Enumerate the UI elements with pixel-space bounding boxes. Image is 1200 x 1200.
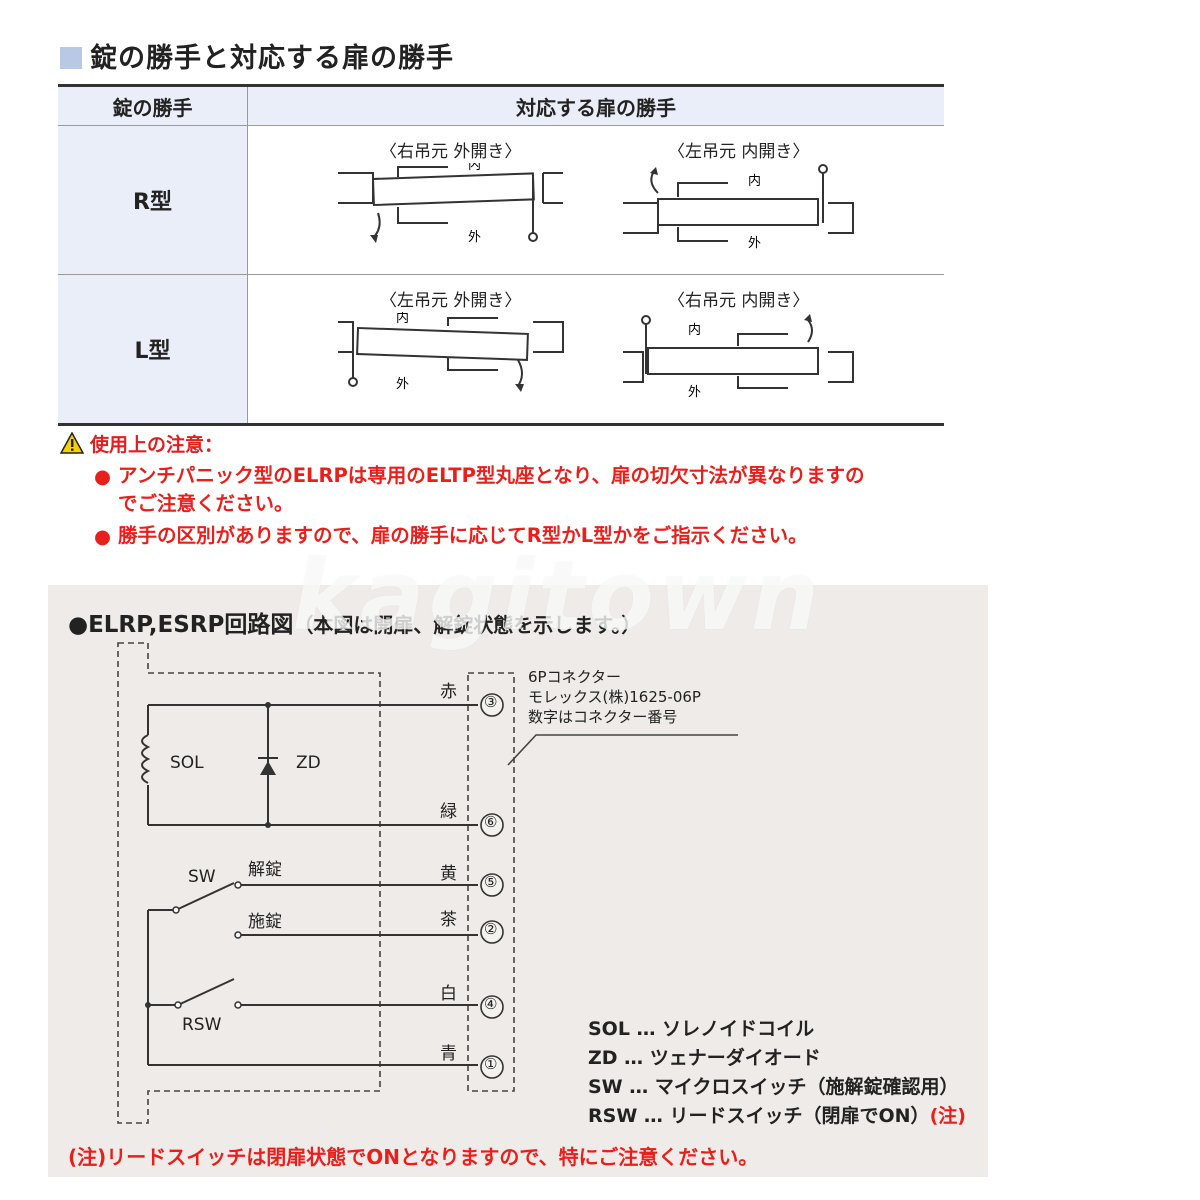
legend-item: SW … マイクロスイッチ（施解錠確認用） — [588, 1076, 959, 1098]
door-diagram-icon: 内 外 — [338, 312, 564, 392]
watermark: kagitown — [292, 540, 824, 652]
title-square-icon — [60, 47, 82, 69]
row-r-diagrams: 〈右吊元 外開き〉 〈左吊元 内開き〉 内 外 — [247, 125, 944, 275]
wire-color: 茶 — [440, 910, 457, 930]
wire-color: 黄 — [440, 864, 457, 884]
wire-color: 赤 — [440, 682, 457, 702]
wire-color: 白 — [440, 984, 457, 1004]
connector-info: 6Pコネクター モレックス(株)1625-06P 数字はコネクター番号 — [528, 668, 701, 726]
wire-color: 緑 — [440, 802, 457, 822]
circuit-title: ●ELRP,ESRP回路図（本図は開扉、解錠状態を示します。） — [68, 612, 642, 638]
legend-item: RSW … リードスイッチ（閉扉でON）(注) — [588, 1105, 966, 1127]
caption: 〈左吊元 内開き〉 — [668, 142, 810, 162]
door-diagram-icon: 内 外 — [623, 314, 854, 400]
inside-label: 内 — [396, 312, 409, 326]
door-diagram-icon: 内 外 — [338, 163, 563, 245]
row-type-l: L型 — [58, 274, 248, 426]
wire-color: 青 — [440, 1044, 457, 1064]
section-title: 錠の勝手と対応する扉の勝手 — [60, 36, 454, 75]
row-type-r: R型 — [58, 125, 248, 275]
door-diagram-icon: 内 外 — [623, 164, 854, 251]
header-door-hand: 対応する扉の勝手 — [247, 84, 944, 126]
pin-number: ⑤ — [484, 873, 498, 891]
component-legend: SOL … ソレノイドコイル ZD … ツェナーダイオード SW … マイクロス… — [588, 1015, 966, 1131]
caption: 〈右吊元 外開き〉 — [380, 142, 522, 162]
table-row: R型 〈右吊元 外開き〉 〈左吊元 内開き〉 内 — [58, 125, 944, 275]
circuit-diagram-panel: ●ELRP,ESRP回路図（本図は開扉、解錠状態を示します。） — [48, 585, 988, 1177]
zd-label: ZD — [296, 753, 321, 773]
inside-label: 内 — [688, 322, 701, 338]
usage-notice: 使用上の注意： — [60, 430, 223, 457]
handing-table: 錠の勝手 対応する扉の勝手 R型 〈右吊元 外開き〉 〈左吊元 内開き〉 — [58, 84, 944, 426]
pin-number: ① — [484, 1055, 498, 1073]
pin-number: ④ — [484, 995, 498, 1013]
outside-label: 外 — [748, 236, 761, 251]
warning-icon — [60, 432, 84, 454]
table-row: L型 〈左吊元 外開き〉 〈右吊元 内開き〉 内 — [58, 274, 944, 426]
sol-label: SOL — [170, 753, 204, 773]
pin-number: ⑥ — [484, 813, 498, 831]
inside-label: 内 — [468, 163, 481, 173]
notice-heading: 使用上の注意： — [90, 434, 224, 456]
rsw-label: RSW — [182, 1015, 222, 1035]
pin-number: ③ — [484, 693, 498, 711]
outside-label: 外 — [396, 377, 409, 392]
inside-label: 内 — [748, 173, 761, 189]
header-lock-hand: 錠の勝手 — [58, 84, 248, 126]
pin-number: ② — [484, 920, 498, 938]
circuit-note: (注)リードスイッチは閉扉状態でONとなりますので、特にご注意ください。 — [68, 1145, 759, 1169]
sw-label: SW — [188, 867, 216, 887]
notice-item: ● アンチパニック型のELRPは専用のELTP型丸座となり、扉の切欠寸法が異なり… — [94, 464, 865, 515]
circuit-schematic — [117, 642, 738, 1124]
notice-item: ● 勝手の区別がありますので、扉の勝手に応じてR型かL型かをご指示ください。 — [94, 524, 808, 548]
caption: 〈右吊元 内開き〉 — [668, 291, 810, 311]
legend-item: SOL … ソレノイドコイル — [588, 1018, 815, 1040]
lock-label: 施錠 — [248, 912, 282, 932]
legend-item: ZD … ツェナーダイオード — [588, 1047, 821, 1069]
caption: 〈左吊元 外開き〉 — [380, 291, 522, 311]
unlock-label: 解錠 — [248, 860, 282, 880]
outside-label: 外 — [688, 385, 701, 400]
row-l-diagrams: 〈左吊元 外開き〉 〈右吊元 内開き〉 内 外 — [247, 274, 944, 426]
outside-label: 外 — [468, 230, 481, 245]
